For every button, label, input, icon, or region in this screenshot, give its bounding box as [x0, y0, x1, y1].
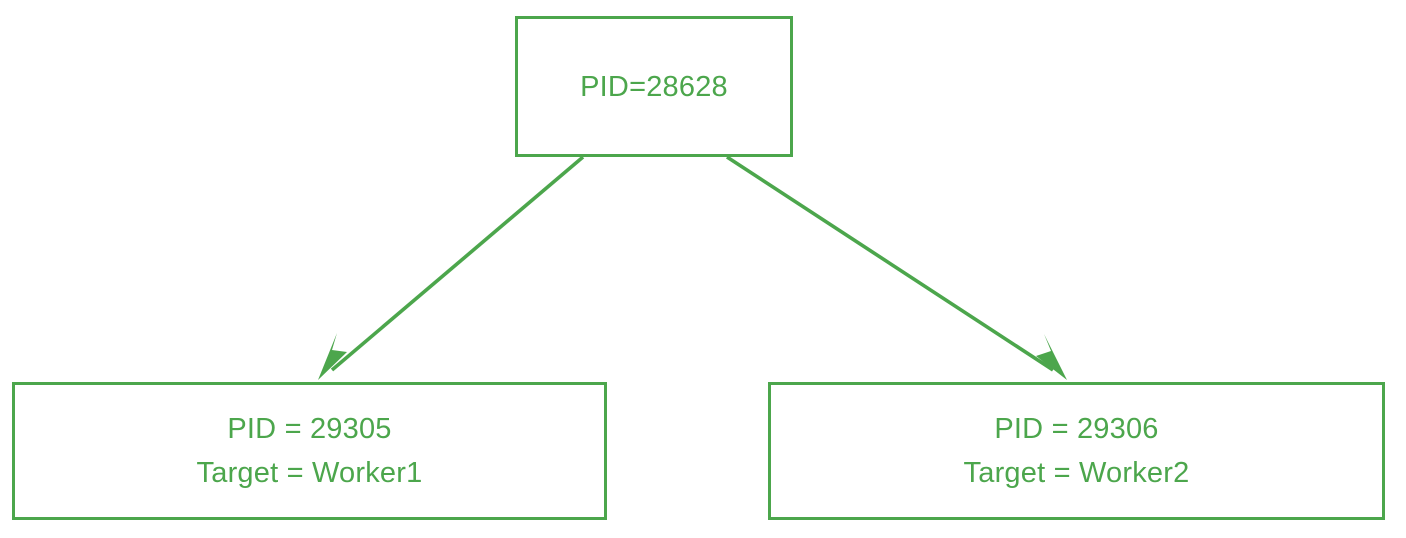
process-node-child-left[interactable]: PID = 29305 Target = Worker1 [12, 382, 607, 520]
process-node-parent-line-1: PID=28628 [580, 70, 728, 103]
arrowhead-right [1036, 334, 1067, 380]
edge-parent-to-left [318, 155, 585, 380]
process-node-child-left-line-2: Target = Worker1 [196, 457, 423, 489]
edge-line-left [330, 155, 585, 372]
arrowhead-left [318, 333, 347, 380]
edge-line-right [726, 155, 1054, 372]
process-node-child-right-line-1: PID = 29306 [994, 413, 1159, 445]
edge-parent-to-right [726, 155, 1067, 380]
process-node-child-left-line-1: PID = 29305 [227, 413, 392, 445]
process-node-parent[interactable]: PID=28628 [515, 16, 793, 157]
process-node-child-right-line-2: Target = Worker2 [963, 457, 1190, 489]
process-node-child-right[interactable]: PID = 29306 Target = Worker2 [768, 382, 1385, 520]
